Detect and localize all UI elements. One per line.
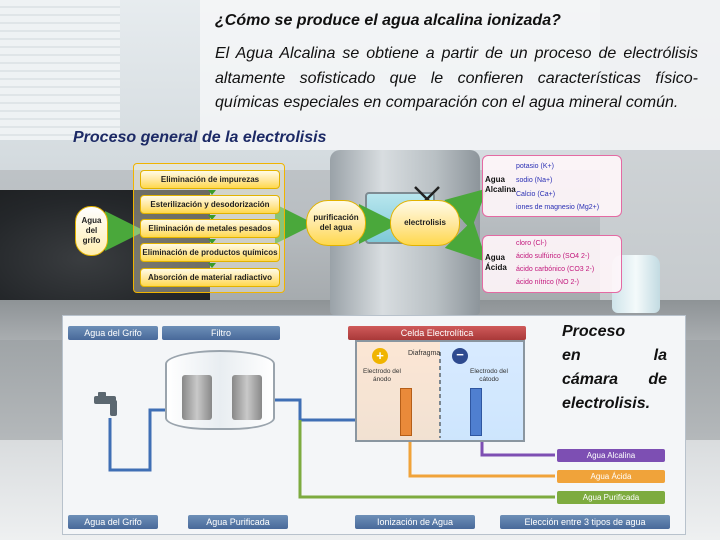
acid-water-label: Agua Ácida <box>485 253 515 273</box>
alkaline-water-label: Agua Alcalina <box>485 175 517 195</box>
filter-cartridge <box>182 375 212 420</box>
filter-cartridge <box>232 375 262 420</box>
cathode-electrode <box>470 388 482 436</box>
purification-node: purificación del agua <box>306 200 366 246</box>
diaphragm <box>439 352 441 438</box>
caption-line: Proceso <box>562 320 667 344</box>
purification-steps: Eliminación de impurezas Esterilización … <box>133 163 285 293</box>
section-title: Proceso general de la electrolisis <box>73 129 393 147</box>
ion-calcium: Calcio (Ca+) <box>516 190 555 199</box>
ion-magnesium: iones de magnesio (Mg2+) <box>516 203 599 212</box>
ion-carbonic: ácido carbónico (CO3 2-) <box>516 265 594 274</box>
ion-sulfuric: ácido sulfúrico (SO4 2-) <box>516 252 590 261</box>
step-sterilization: Esterilización y desodorización <box>140 195 280 214</box>
footer-purified-water: Agua Purificada <box>188 515 288 529</box>
step-radioactive: Absorción de material radiactivo <box>140 268 280 287</box>
footer-water-ionization: Ionización de Agua <box>355 515 475 529</box>
output-acid: Agua Ácida <box>557 470 665 483</box>
intro-paragraph: El Agua Alcalina se obtiene a partir de … <box>215 42 698 116</box>
footer-choose-water-type: Elección entre 3 tipos de agua <box>500 515 670 529</box>
step-heavy-metals: Eliminación de metales pesados <box>140 219 280 238</box>
header-filter: Filtro <box>162 326 280 340</box>
positive-pole-icon: + <box>372 348 388 364</box>
ion-nitric: ácido nítrico (NO 2-) <box>516 278 579 287</box>
tap-water-source: Agua del grifo <box>75 206 108 256</box>
cathode-label: Electrodo del cátodo <box>466 368 512 384</box>
step-impurities: Eliminación de impurezas <box>140 170 280 189</box>
faucet-icon <box>92 392 126 420</box>
ion-chlorine: cloro (Cl-) <box>516 239 547 248</box>
electrolysis-node: electrolisis <box>390 200 460 246</box>
diaphragm-label: Diafragma <box>408 350 440 357</box>
negative-pole-icon: − <box>452 348 468 364</box>
footer-tap-water: Agua del Grifo <box>68 515 158 529</box>
output-purified: Agua Purificada <box>557 491 665 504</box>
output-alkaline: Agua Alcalina <box>557 449 665 462</box>
page-title: ¿Cómo se produce el agua alcalina ioniza… <box>215 12 695 30</box>
anode-electrode <box>400 388 412 436</box>
ion-sodium: sodio (Na+) <box>516 176 552 185</box>
header-electrolytic-cell: Celda Electrolítica <box>348 326 526 340</box>
caption-line: electrolisis. <box>562 392 667 416</box>
ion-potassium: potasio (K+) <box>516 162 554 171</box>
anode-label: Electrodo del ánodo <box>360 368 404 384</box>
window-blind <box>0 0 120 140</box>
step-chemicals: Eliminación de productos químicos <box>140 243 280 262</box>
header-tap-water: Agua del Grifo <box>68 326 158 340</box>
